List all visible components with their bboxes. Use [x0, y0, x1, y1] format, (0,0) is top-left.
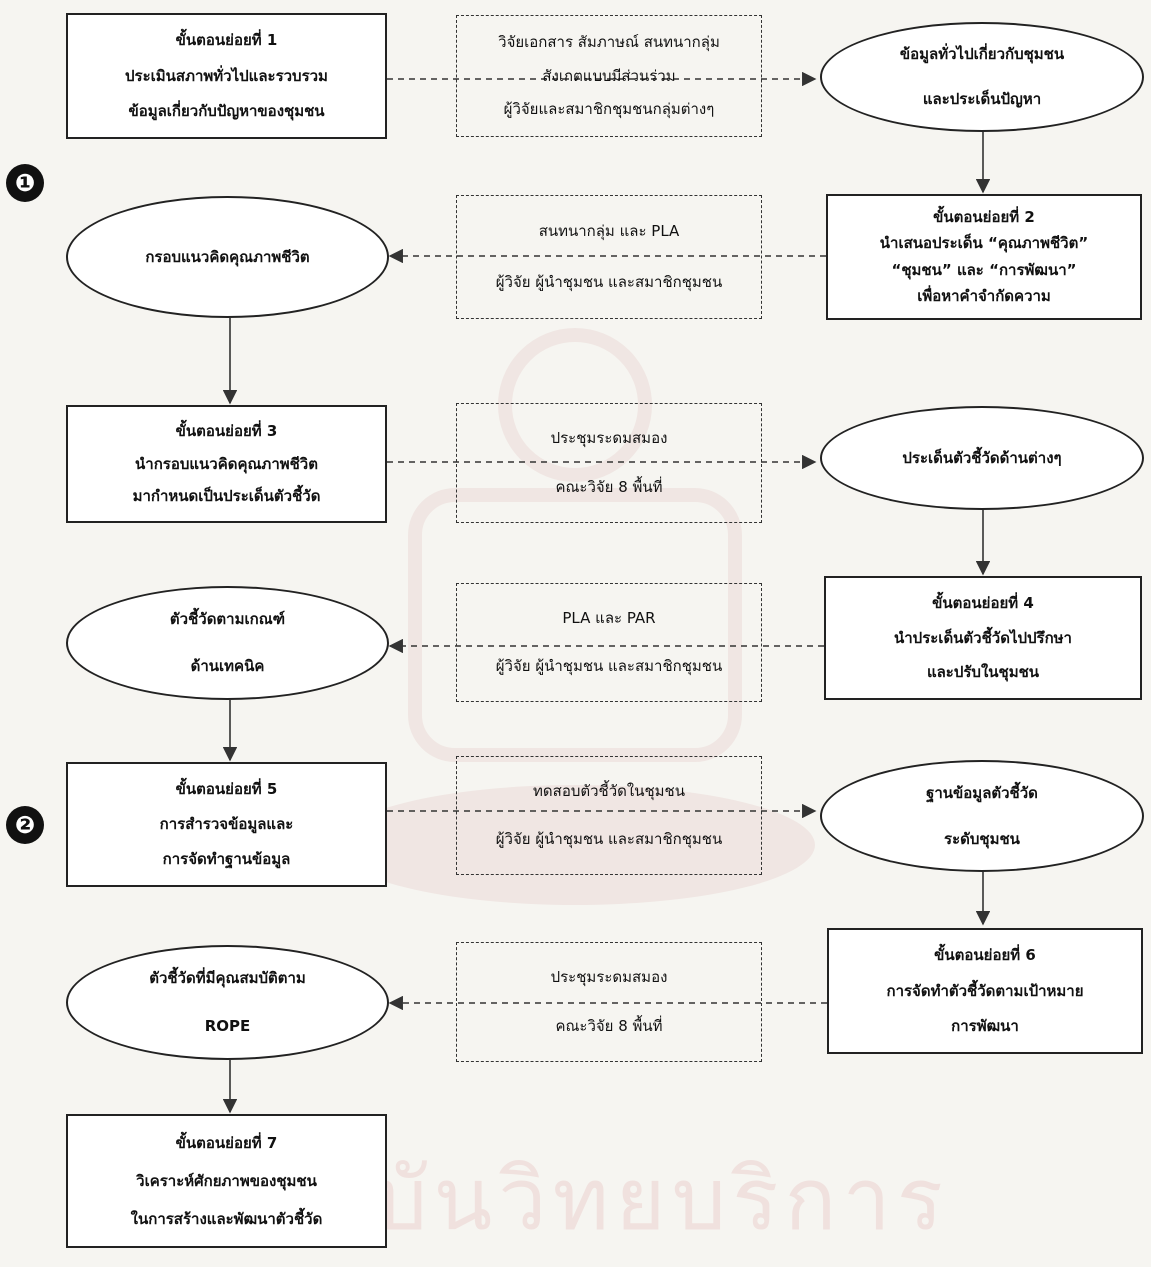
method-2-box: สนทนากลุ่ม และ PLA ผู้วิจัย ผู้นำชุมชน แ… [456, 195, 762, 319]
step-1-box: ขั้นตอนย่อยที่ 1 ประเมินสภาพทั่วไปและรวบ… [66, 13, 387, 139]
output-6-line-1: ตัวชี้วัดที่มีคุณสมบัติตาม [149, 969, 306, 988]
output-2-oval: กรอบแนวคิดคุณภาพชีวิต [66, 196, 389, 318]
step-2-title: ขั้นตอนย่อยที่ 2 [933, 207, 1035, 226]
step-5-title: ขั้นตอนย่อยที่ 5 [175, 780, 278, 799]
step-4-line-1: นำประเด็นตัวชี้วัดไปปรึกษา [894, 628, 1072, 647]
output-3-oval: ประเด็นตัวชี้วัดด้านต่างๆ [820, 406, 1144, 510]
output-4-line-2: ด้านเทคนิค [190, 657, 265, 676]
output-3-line-1: ประเด็นตัวชี้วัดด้านต่างๆ [902, 448, 1062, 467]
method-2-line-2: ผู้วิจัย ผู้นำชุมชน และสมาชิกชุมชน [495, 273, 723, 292]
step-1-line-1: ประเมินสภาพทั่วไปและรวบรวม [125, 66, 328, 85]
step-7-title: ขั้นตอนย่อยที่ 7 [175, 1133, 278, 1152]
output-1-line-1: ข้อมูลทั่วไปเกี่ยวกับชุมชน [899, 45, 1065, 64]
output-5-line-1: ฐานข้อมูลตัวชี้วัด [926, 783, 1038, 802]
method-1-line-1: วิจัยเอกสาร สัมภาษณ์ สนทนากลุ่ม [498, 33, 720, 52]
step-5-line-2: การจัดทำฐานข้อมูล [162, 850, 291, 869]
step-2-box: ขั้นตอนย่อยที่ 2 นำเสนอประเด็น “คุณภาพชี… [826, 194, 1142, 320]
method-5-line-2: ผู้วิจัย ผู้นำชุมชน และสมาชิกชุมชน [495, 830, 723, 849]
method-5-box: ทดสอบตัวชี้วัดในชุมชน ผู้วิจัย ผู้นำชุมช… [456, 756, 762, 875]
method-6-box: ประชุมระดมสมอง คณะวิจัย 8 พื้นที่ [456, 942, 762, 1062]
method-4-line-2: ผู้วิจัย ผู้นำชุมชน และสมาชิกชุมชน [495, 657, 723, 676]
step-4-box: ขั้นตอนย่อยที่ 4 นำประเด็นตัวชี้วัดไปปรึ… [824, 576, 1142, 700]
method-6-line-1: ประชุมระดมสมอง [550, 968, 668, 987]
step-6-line-2: การพัฒนา [951, 1016, 1019, 1035]
output-6-line-2: ROPE [204, 1016, 251, 1035]
method-5-line-1: ทดสอบตัวชี้วัดในชุมชน [533, 781, 685, 800]
output-5-oval: ฐานข้อมูลตัวชี้วัด ระดับชุมชน [820, 760, 1144, 872]
output-4-oval: ตัวชี้วัดตามเกณฑ์ ด้านเทคนิค [66, 586, 389, 700]
phase-marker-2: ❷ [6, 806, 44, 844]
step-7-line-1: วิเคราะห์ศักยภาพของชุมชน [136, 1171, 317, 1190]
step-6-line-1: การจัดทำตัวชี้วัดตามเป้าหมาย [886, 981, 1084, 1000]
method-3-line-2: คณะวิจัย 8 พื้นที่ [555, 478, 663, 497]
output-1-oval: ข้อมูลทั่วไปเกี่ยวกับชุมชน และประเด็นปัญ… [820, 22, 1144, 132]
step-4-line-2: และปรับในชุมชน [926, 663, 1040, 682]
step-2-line-1: นำเสนอประเด็น “คุณภาพชีวิต” [879, 234, 1089, 253]
step-2-line-3: เพื่อหาคำจำกัดความ [917, 287, 1051, 306]
step-3-box: ขั้นตอนย่อยที่ 3 นำกรอบแนวคิดคุณภาพชีวิต… [66, 405, 387, 523]
method-3-line-1: ประชุมระดมสมอง [550, 429, 668, 448]
method-4-line-1: PLA และ PAR [562, 608, 656, 627]
step-7-box: ขั้นตอนย่อยที่ 7 วิเคราะห์ศักยภาพของชุมช… [66, 1114, 387, 1248]
method-6-line-2: คณะวิจัย 8 พื้นที่ [555, 1017, 663, 1036]
output-1-line-2: และประเด็นปัญหา [922, 90, 1042, 109]
output-4-line-1: ตัวชี้วัดตามเกณฑ์ [169, 610, 286, 629]
step-1-title: ขั้นตอนย่อยที่ 1 [175, 31, 278, 50]
output-6-oval: ตัวชี้วัดที่มีคุณสมบัติตาม ROPE [66, 945, 389, 1060]
method-1-box: วิจัยเอกสาร สัมภาษณ์ สนทนากลุ่ม สังเกตแบ… [456, 15, 762, 137]
step-5-line-1: การสำรวจข้อมูลและ [159, 815, 294, 834]
method-1-line-2: สังเกตแบบมีส่วนร่วม [542, 66, 676, 85]
method-2-line-1: สนทนากลุ่ม และ PLA [538, 222, 680, 241]
step-1-line-2: ข้อมูลเกี่ยวกับปัญหาของชุมชน [128, 101, 325, 120]
output-2-line-1: กรอบแนวคิดคุณภาพชีวิต [145, 247, 310, 266]
step-3-title: ขั้นตอนย่อยที่ 3 [175, 421, 278, 440]
step-4-title: ขั้นตอนย่อยที่ 4 [932, 593, 1034, 612]
step-2-line-2: “ชุมชน” และ “การพัฒนา” [891, 260, 1077, 279]
method-3-box: ประชุมระดมสมอง คณะวิจัย 8 พื้นที่ [456, 403, 762, 523]
step-5-box: ขั้นตอนย่อยที่ 5 การสำรวจข้อมูลและ การจั… [66, 762, 387, 887]
method-1-line-3: ผู้วิจัยและสมาชิกชุมชนกลุ่มต่างๆ [503, 99, 715, 118]
emblem-watermark [335, 328, 815, 905]
step-3-line-2: มากำหนดเป็นประเด็นตัวชี้วัด [132, 487, 321, 506]
step-6-title: ขั้นตอนย่อยที่ 6 [934, 946, 1036, 965]
method-4-box: PLA และ PAR ผู้วิจัย ผู้นำชุมชน และสมาชิ… [456, 583, 762, 702]
step-6-box: ขั้นตอนย่อยที่ 6 การจัดทำตัวชี้วัดตามเป้… [827, 928, 1143, 1054]
output-5-line-2: ระดับชุมชน [944, 829, 1020, 848]
phase-marker-1: ❶ [6, 164, 44, 202]
step-7-line-2: ในการสร้างและพัฒนาตัวชี้วัด [130, 1209, 323, 1228]
step-3-line-1: นำกรอบแนวคิดคุณภาพชีวิต [135, 454, 318, 473]
